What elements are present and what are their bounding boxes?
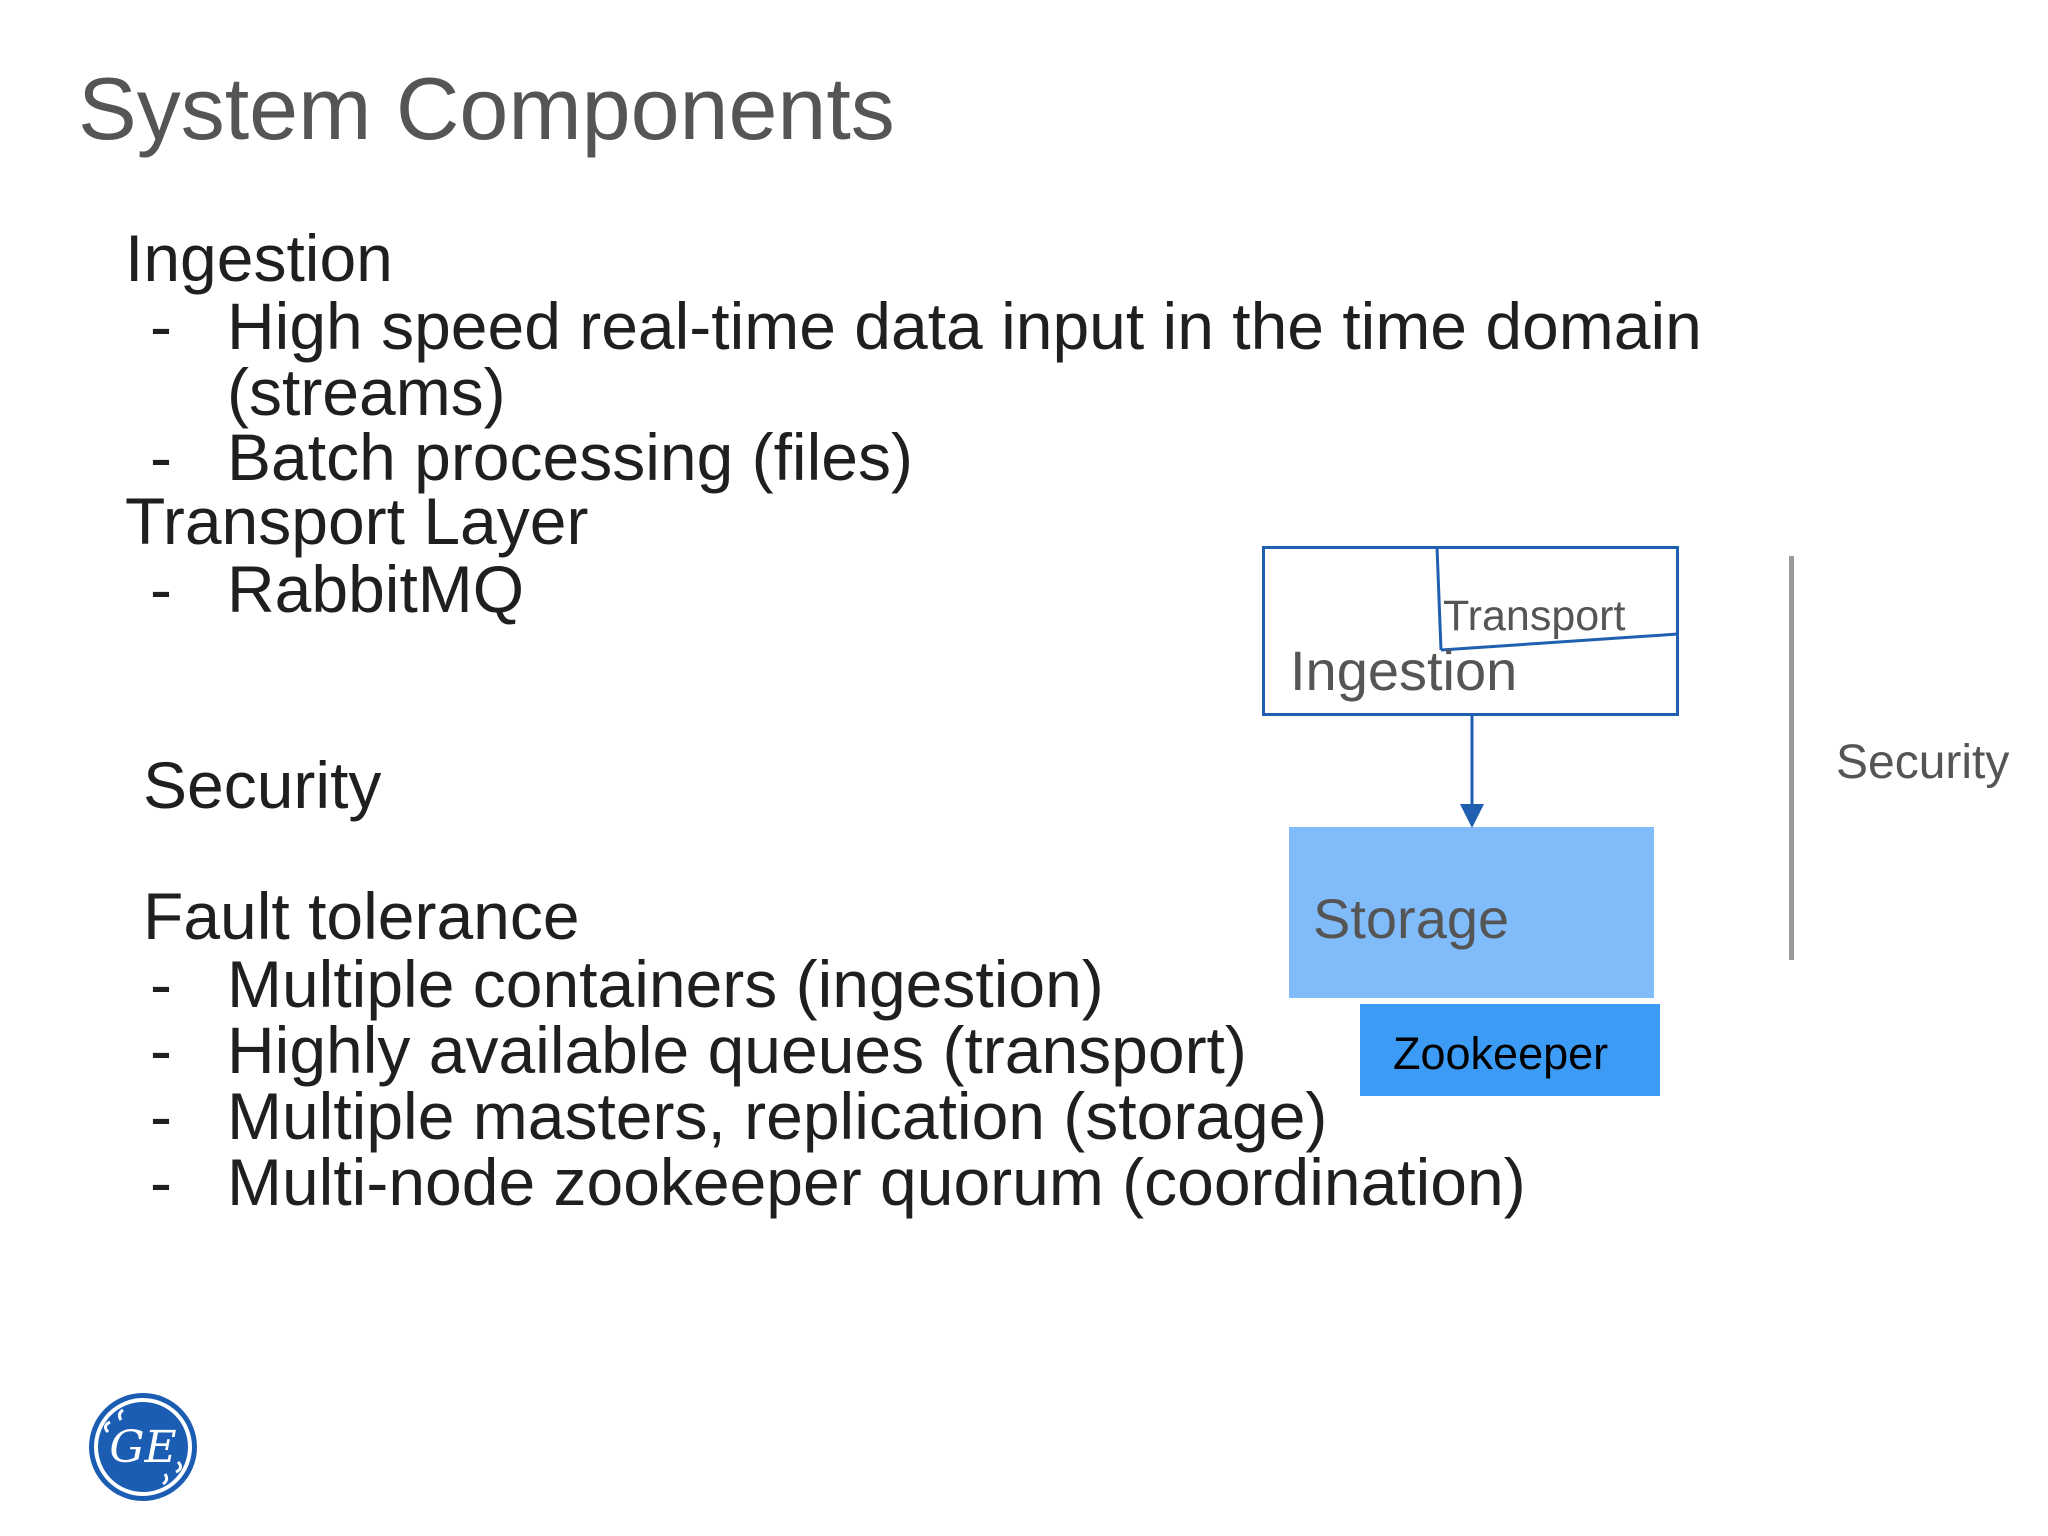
security-diagram-label: Security	[1836, 736, 2010, 789]
bullet-text: Highly available queues (transport)	[227, 1013, 1247, 1087]
storage-label: Storage	[1313, 887, 1510, 950]
bullet-text: High speed real-time data input in the t…	[227, 289, 1702, 429]
fault-bullet-containers: - Multiple containers (ingestion)	[150, 951, 1350, 1021]
zookeeper-box	[1360, 1004, 1660, 1096]
fault-bullet-masters: - Multiple masters, replication (storage…	[150, 1083, 1550, 1153]
bullet-text: Multi-node zookeeper quorum (coordinatio…	[227, 1145, 1526, 1219]
bullet-dash: -	[150, 552, 172, 626]
transport-label: Transport	[1443, 592, 1626, 640]
fault-bullet-queues: - Highly available queues (transport)	[150, 1017, 1450, 1087]
bullet-dash: -	[150, 289, 172, 363]
fault-tolerance-heading: Fault tolerance	[143, 879, 580, 953]
bullet-text: Multiple masters, replication (storage)	[227, 1079, 1328, 1153]
slide-title: System Components	[78, 59, 895, 158]
storage-box	[1289, 827, 1654, 998]
bullet-text: RabbitMQ	[227, 552, 525, 626]
bullet-dash: -	[150, 420, 172, 494]
bullet-text: Multiple containers (ingestion)	[227, 947, 1104, 1021]
bullet-dash: -	[150, 1079, 172, 1153]
ingestion-box	[1262, 546, 1679, 716]
ge-logo-icon: GE	[89, 1393, 197, 1501]
ingestion-bullet-streams: - High speed real-time data input in the…	[150, 293, 2048, 433]
security-bar	[1789, 556, 1794, 960]
transport-bullet-rabbitmq: - RabbitMQ	[150, 556, 950, 626]
bullet-dash: -	[150, 1145, 172, 1219]
ingestion-heading: Ingestion	[125, 221, 393, 295]
bullet-dash: -	[150, 947, 172, 1021]
ingestion-label: Ingestion	[1290, 639, 1518, 702]
bullet-text: Batch processing (files)	[227, 420, 913, 494]
fault-bullet-zookeeper: - Multi-node zookeeper quorum (coordinat…	[150, 1149, 1750, 1219]
flow-arrow-head	[1460, 804, 1484, 828]
ge-logo-text: GE	[109, 1422, 176, 1473]
bullet-dash: -	[150, 1013, 172, 1087]
zookeeper-label: Zookeeper	[1393, 1028, 1609, 1079]
ingestion-bullet-batch: - Batch processing (files)	[150, 424, 1350, 494]
transport-heading: Transport Layer	[125, 484, 589, 558]
security-heading: Security	[143, 748, 382, 822]
